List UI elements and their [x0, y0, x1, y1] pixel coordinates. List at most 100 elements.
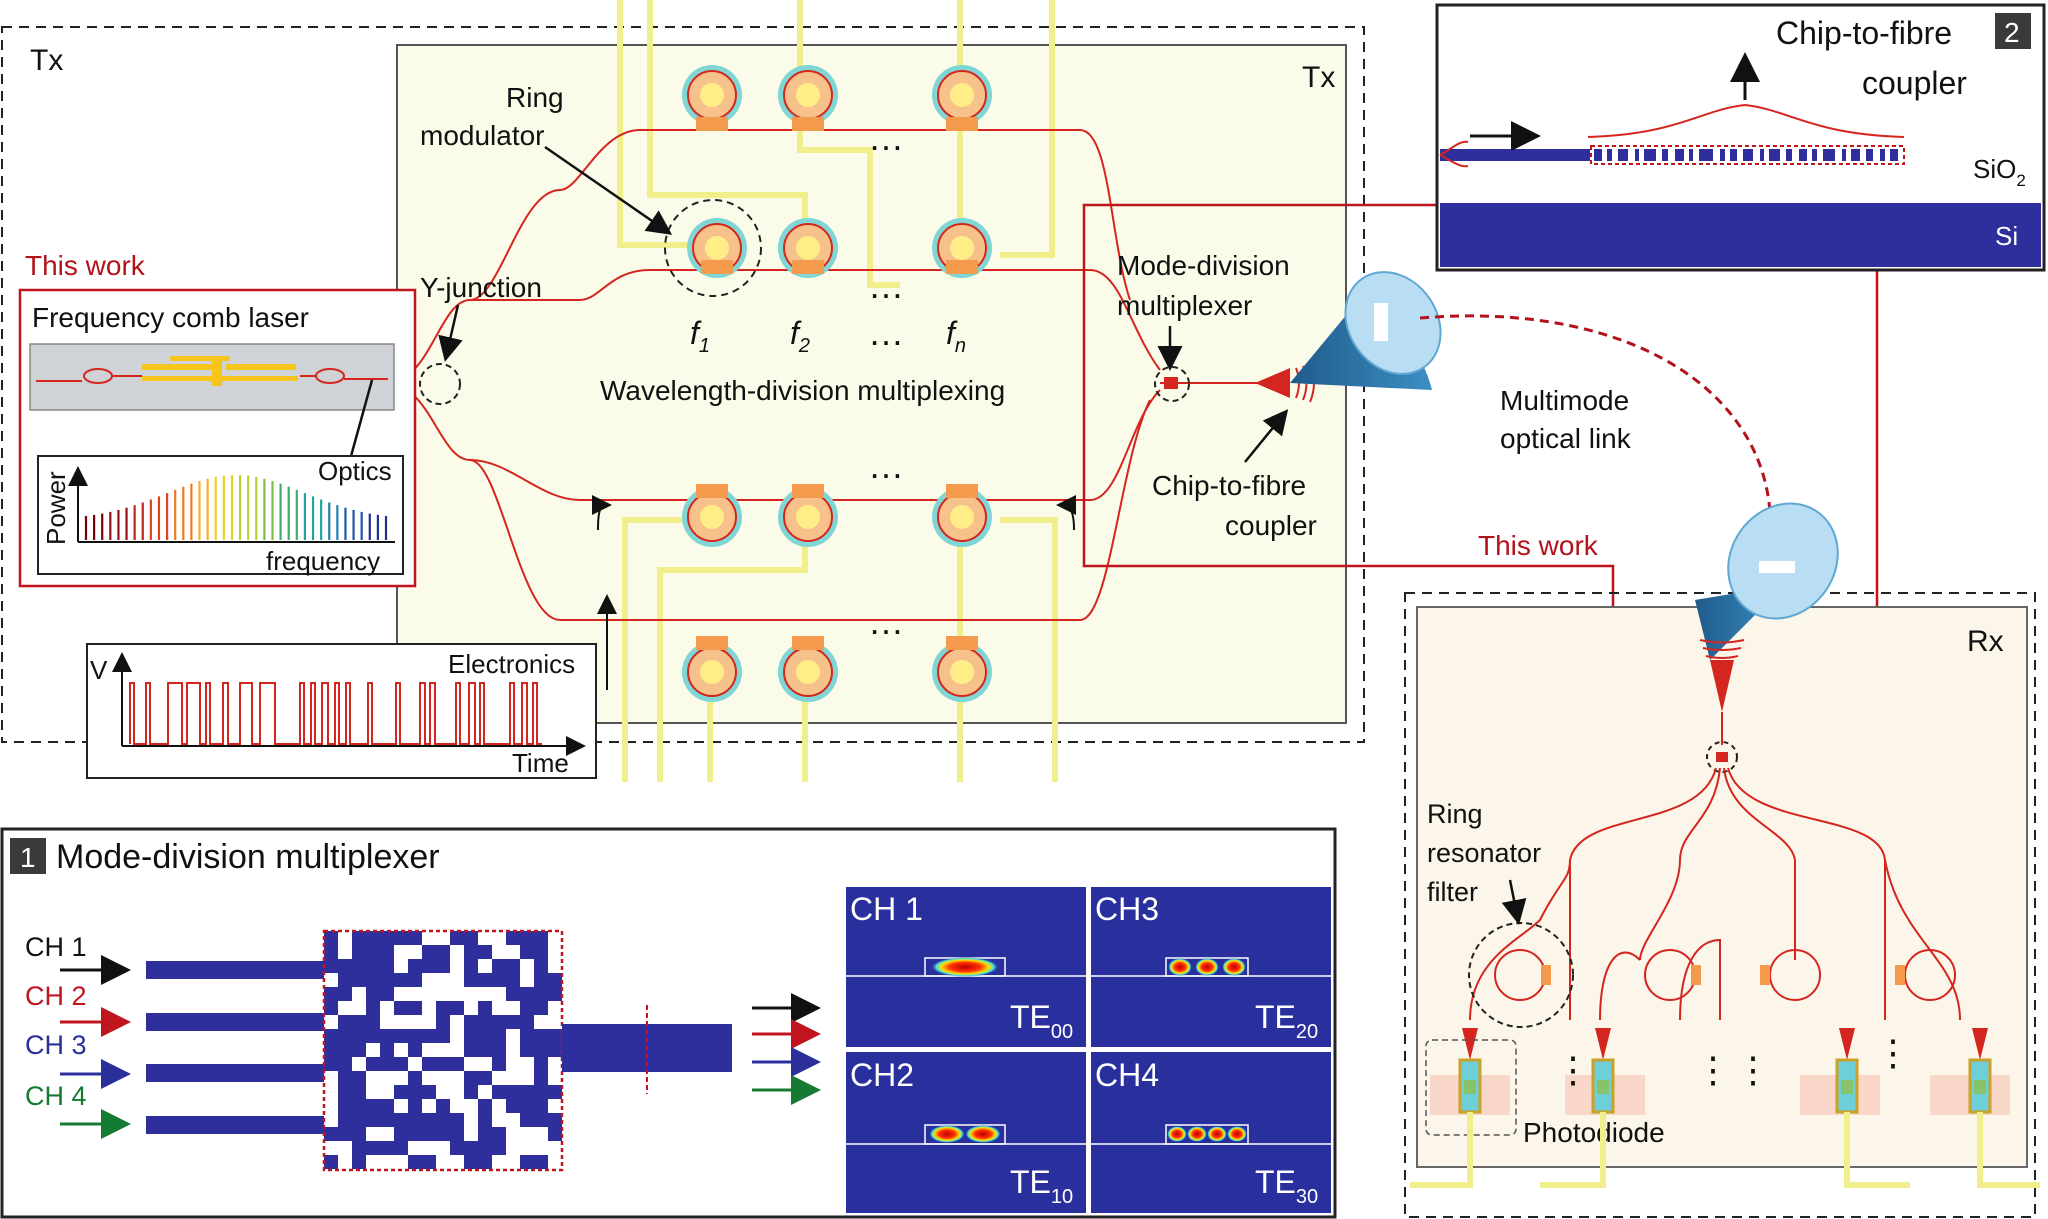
- pixel: [478, 1015, 492, 1029]
- pixel: [394, 1001, 408, 1015]
- pixel: [422, 959, 436, 973]
- pixel: [520, 1113, 534, 1127]
- pixel: [422, 1029, 436, 1043]
- pixel: [534, 1155, 548, 1169]
- pixel: [520, 987, 534, 1001]
- svg-text:TE30: TE30: [1255, 1164, 1318, 1208]
- rx-label: Rx: [1967, 625, 2004, 658]
- mode-te30: TE: [1255, 1164, 1296, 1200]
- optics-spectrum-box: [37, 455, 404, 575]
- pixel: [548, 1085, 562, 1099]
- rx-taper: [1710, 660, 1734, 712]
- grating-tooth: [1866, 149, 1873, 161]
- pixel: [548, 1043, 562, 1057]
- pixel: [464, 973, 478, 987]
- pixel: [534, 1029, 548, 1043]
- wdm-label: Wavelength-division multiplexing: [600, 375, 1005, 406]
- frequency-axis-label: frequency: [266, 546, 380, 576]
- inset2-grating: [1594, 149, 1898, 161]
- v-axis-label: V: [90, 655, 108, 685]
- pixel: [520, 1015, 534, 1029]
- pixel: [436, 1127, 450, 1141]
- pixel: [352, 1113, 366, 1127]
- mdm-block: [1164, 377, 1178, 389]
- ellipsis-row-2: …: [868, 265, 904, 306]
- pixel: [534, 1113, 548, 1127]
- ch4-label: CH 4: [25, 1081, 87, 1111]
- pixel: [492, 1029, 506, 1043]
- pixel: [464, 945, 478, 959]
- pixel: [464, 1085, 478, 1099]
- inset2-emission-profile: [1587, 103, 1905, 138]
- pixel: [380, 1043, 394, 1057]
- pixel: [506, 973, 520, 987]
- svg-text:TE20: TE20: [1255, 999, 1318, 1043]
- pixel: [450, 1127, 464, 1141]
- ring-filter-arrow: [1501, 879, 1527, 925]
- pixel: [366, 959, 380, 973]
- pixel: [338, 1085, 352, 1099]
- pixel: [380, 945, 394, 959]
- pixel: [492, 1043, 506, 1057]
- pixel: [324, 945, 338, 959]
- pixel: [394, 1085, 408, 1099]
- pixel: [324, 1001, 338, 1015]
- pixel: [450, 1057, 464, 1071]
- pixel: [506, 959, 520, 973]
- pixel: [436, 1029, 450, 1043]
- pixel: [464, 1015, 478, 1029]
- inset2-badge: 2: [2004, 17, 2020, 48]
- ring-modulator-arrow: [544, 145, 673, 235]
- pixel: [422, 1113, 436, 1127]
- pixel: [352, 1099, 366, 1113]
- ch3-label: CH 3: [25, 1030, 87, 1060]
- pixel: [548, 1113, 562, 1127]
- f1-sub: 1: [699, 335, 710, 357]
- pixel: [394, 1127, 408, 1141]
- fn-sub: n: [955, 335, 966, 357]
- pixel: [534, 959, 548, 973]
- pixel: [324, 959, 338, 973]
- grating-tooth: [1769, 149, 1780, 161]
- pixel: [478, 1127, 492, 1141]
- mode-panels: [846, 887, 1331, 1213]
- multimode-label-2: optical link: [1500, 423, 1632, 454]
- pixel: [492, 1141, 506, 1155]
- pixel: [352, 973, 366, 987]
- pixel: [366, 1029, 380, 1043]
- pixel: [506, 1085, 520, 1099]
- pixel: [338, 1015, 352, 1029]
- pixel: [450, 1141, 464, 1155]
- pixel: [366, 1015, 380, 1029]
- sio2-label: SiO2: [1973, 154, 2026, 190]
- pixel: [520, 1029, 534, 1043]
- svg-text:TE00: TE00: [1010, 999, 1073, 1043]
- si-substrate: [1440, 203, 2041, 267]
- pixel: [380, 931, 394, 945]
- rx-dots-4: ⋮: [1875, 1032, 1911, 1073]
- pixel: [324, 1127, 338, 1141]
- grating-tooth: [1662, 149, 1668, 161]
- ring-row-3: [682, 484, 992, 547]
- pixel: [464, 931, 478, 945]
- pixel: [324, 931, 338, 945]
- pixel: [464, 1141, 478, 1155]
- pixel: [324, 1155, 338, 1169]
- pixel: [464, 1071, 478, 1085]
- pixel: [366, 931, 380, 945]
- inset2-title-1: Chip-to-fibre: [1776, 15, 1952, 51]
- mode-te10-sub: 10: [1051, 1186, 1073, 1208]
- ring-row-4: [682, 636, 992, 702]
- ellipsis-row-4: …: [868, 601, 904, 642]
- pixel: [520, 1001, 534, 1015]
- pixel: [380, 987, 394, 1001]
- rx-dots-3: ⋮: [1735, 1049, 1771, 1090]
- pixel: [548, 1127, 562, 1141]
- pixel: [338, 1029, 352, 1043]
- grating-tooth: [1607, 149, 1612, 161]
- pixel: [520, 1085, 534, 1099]
- mode-ch2-label: CH2: [850, 1057, 914, 1093]
- inset2-title-2: coupler: [1862, 65, 1967, 101]
- mdm-marker: [1154, 366, 1190, 402]
